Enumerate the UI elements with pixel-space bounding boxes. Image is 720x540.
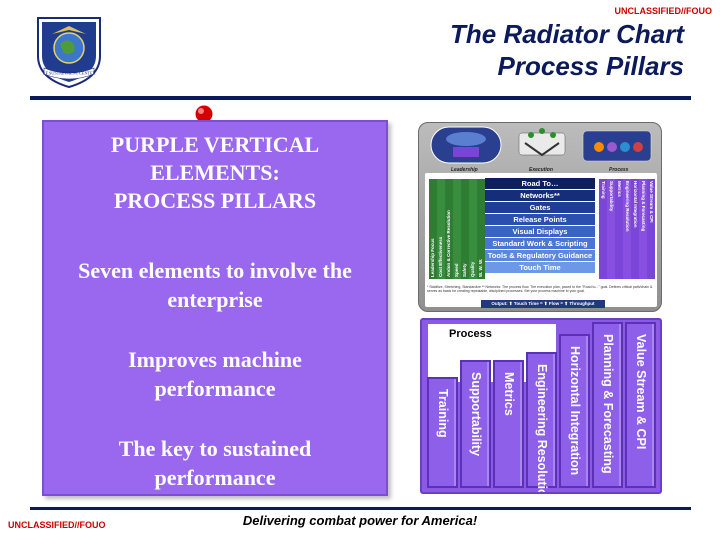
radiator-header-leadership: Leadership bbox=[451, 167, 478, 173]
bullet-1-line-1: Seven elements to involve the bbox=[78, 258, 352, 283]
footer-divider bbox=[30, 507, 691, 510]
heading-line-1: PURPLE VERTICAL bbox=[110, 132, 320, 157]
title-line-2: Process Pillars bbox=[497, 51, 684, 81]
bullet-1-line-2: enterprise bbox=[167, 287, 263, 312]
radiator-row: Gates bbox=[485, 202, 595, 213]
radiator-top-icons bbox=[430, 126, 652, 164]
radiator-left-bar: Cost Effectiveness bbox=[437, 179, 445, 279]
radiator-right-bar: Training bbox=[599, 179, 607, 279]
radiator-header-process: Process bbox=[609, 167, 629, 173]
radiator-left-bar: Andon & Corrective Resolution bbox=[445, 179, 453, 279]
radiator-left-bar: Quality bbox=[469, 179, 477, 279]
radiator-row: Release Points bbox=[485, 214, 595, 225]
radiator-right-bar: Metrics bbox=[615, 179, 623, 279]
radiator-chart-image: Leadership Execution Process Leadership … bbox=[418, 122, 662, 312]
radiator-row: Touch Time bbox=[485, 262, 595, 273]
radiator-footnote: * Stabilize, Stretching, Standardize ** … bbox=[427, 285, 653, 293]
radiator-right-bar: Horizontal Integration bbox=[631, 179, 639, 279]
radiator-right-bar: Supportability bbox=[607, 179, 615, 279]
radiator-output-bar: Output: ⬆ Touch Time = ⬆ Flow = ⬆ Throug… bbox=[481, 300, 605, 308]
heading-line-2: ELEMENTS: bbox=[150, 160, 280, 185]
header-divider bbox=[30, 96, 691, 100]
radiator-row: Road To… bbox=[485, 178, 595, 189]
process-label: Process bbox=[449, 328, 492, 340]
bullet-3-line-1: The key to sustained bbox=[118, 436, 312, 461]
bullet-3-line-2: performance bbox=[154, 465, 276, 490]
radiator-right-bar: Engineering Resolution bbox=[623, 179, 631, 279]
pillar-metrics: Metrics bbox=[493, 360, 524, 488]
pillar-engineering-resolution: Engineering Resolution bbox=[526, 352, 557, 492]
radiator-left-bar: Safety bbox=[461, 179, 469, 279]
slide-title: The Radiator Chart Process Pillars bbox=[450, 18, 684, 82]
pillar-horizontal-integration: Horizontal Integration bbox=[559, 334, 590, 488]
radiator-left-bar: Leadership Focus bbox=[429, 179, 437, 279]
pillar-value-stream-cpi: Value Stream & CPI bbox=[625, 322, 656, 488]
radiator-left-bar: Speed bbox=[453, 179, 461, 279]
pillar-supportability: Supportability bbox=[460, 360, 491, 488]
title-line-1: The Radiator Chart bbox=[449, 19, 684, 49]
radiator-right-bar: Value Stream & CPI bbox=[647, 179, 655, 279]
svg-text:AF SUSTAINMENT CENTER: AF SUSTAINMENT CENTER bbox=[43, 71, 96, 76]
radiator-row: Standard Work & Scripting bbox=[485, 238, 595, 249]
classification-bottom: UNCLASSIFIED//FOUO bbox=[8, 520, 106, 530]
radiator-row: Networks** bbox=[485, 190, 595, 201]
radiator-row: Visual Displays bbox=[485, 226, 595, 237]
af-sustainment-center-logo: AF SUSTAINMENT CENTER bbox=[37, 17, 101, 89]
radiator-left-bar: W. W. W. bbox=[477, 179, 485, 279]
footer-tagline: Delivering combat power for America! bbox=[242, 513, 478, 528]
bullet-2-line-2: performance bbox=[154, 376, 276, 401]
pillar-planning-forecasting: Planning & Forecasting bbox=[592, 322, 623, 488]
process-pillars-image: Process Training Supportability Metrics … bbox=[420, 318, 662, 494]
heading-line-3: PROCESS PILLARS bbox=[113, 188, 317, 213]
classification-top: UNCLASSIFIED//FOUO bbox=[614, 6, 712, 16]
pillar-training: Training bbox=[427, 377, 458, 488]
radiator-right-bar: Planning & Forecasting bbox=[639, 179, 647, 279]
bullet-2-line-1: Improves machine bbox=[128, 347, 302, 372]
radiator-header-execution: Execution bbox=[529, 167, 553, 173]
process-pillars-textbox: PURPLE VERTICAL ELEMENTS: PROCESS PILLAR… bbox=[42, 120, 388, 496]
radiator-row: Tools & Regulatory Guidance bbox=[485, 250, 595, 261]
